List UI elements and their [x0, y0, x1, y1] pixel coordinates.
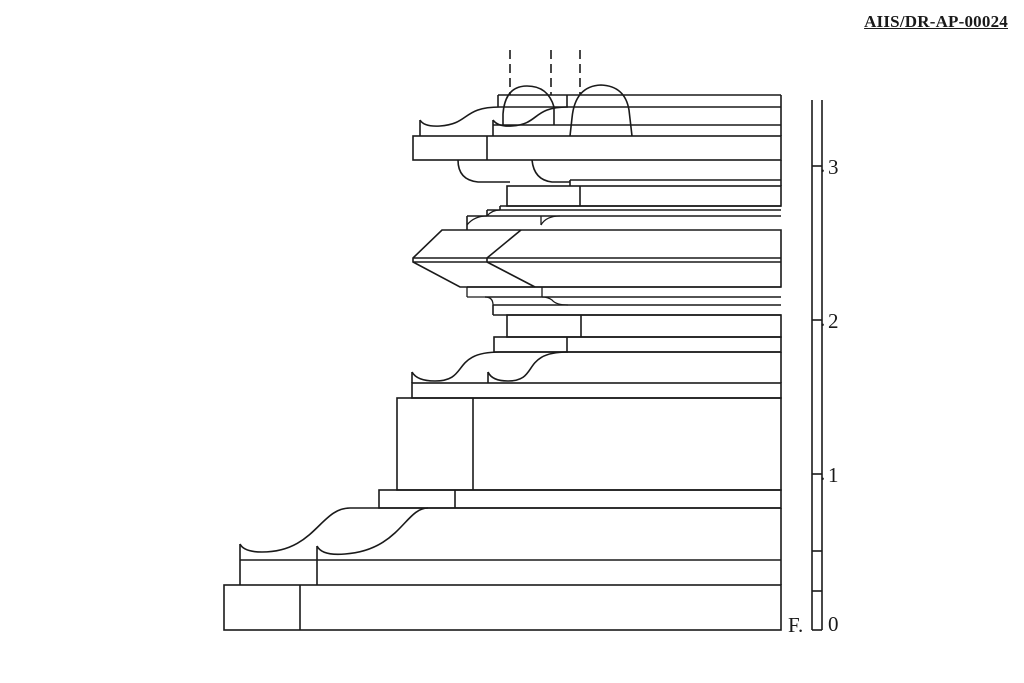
scale-tick-label: 0: [828, 612, 839, 636]
upper-fillets: [493, 314, 782, 353]
scale-tick-label: 2: [828, 309, 839, 333]
scale-ticks: 0.1.2.3: [812, 153, 839, 636]
upper-bands: [466, 179, 782, 230]
base-plinth: [223, 584, 782, 631]
lower-kapota-bands: [466, 286, 781, 316]
reference-code: AIIS/DR-AP-00024: [864, 12, 1008, 31]
scale-tick-dot: .: [820, 307, 825, 331]
crowning-mouldings: [419, 50, 782, 137]
floor-marker: F.: [788, 613, 803, 637]
lower-cyma-moulding: [239, 507, 782, 585]
quarter-round-moulding: [457, 159, 782, 186]
scale-tick-dot: .: [820, 461, 825, 485]
scale-tick-label: 1: [828, 463, 839, 487]
dado-block: [396, 397, 782, 491]
scale-tick-label: 3: [828, 155, 839, 179]
top-slab: [412, 135, 782, 161]
height-scale: 0.1.2.3 F.: [788, 100, 839, 637]
projecting-cornice: [412, 229, 782, 288]
lower-fillet: [378, 489, 782, 509]
scale-tick-dot: .: [820, 153, 825, 177]
middle-cyma-moulding: [411, 351, 782, 399]
